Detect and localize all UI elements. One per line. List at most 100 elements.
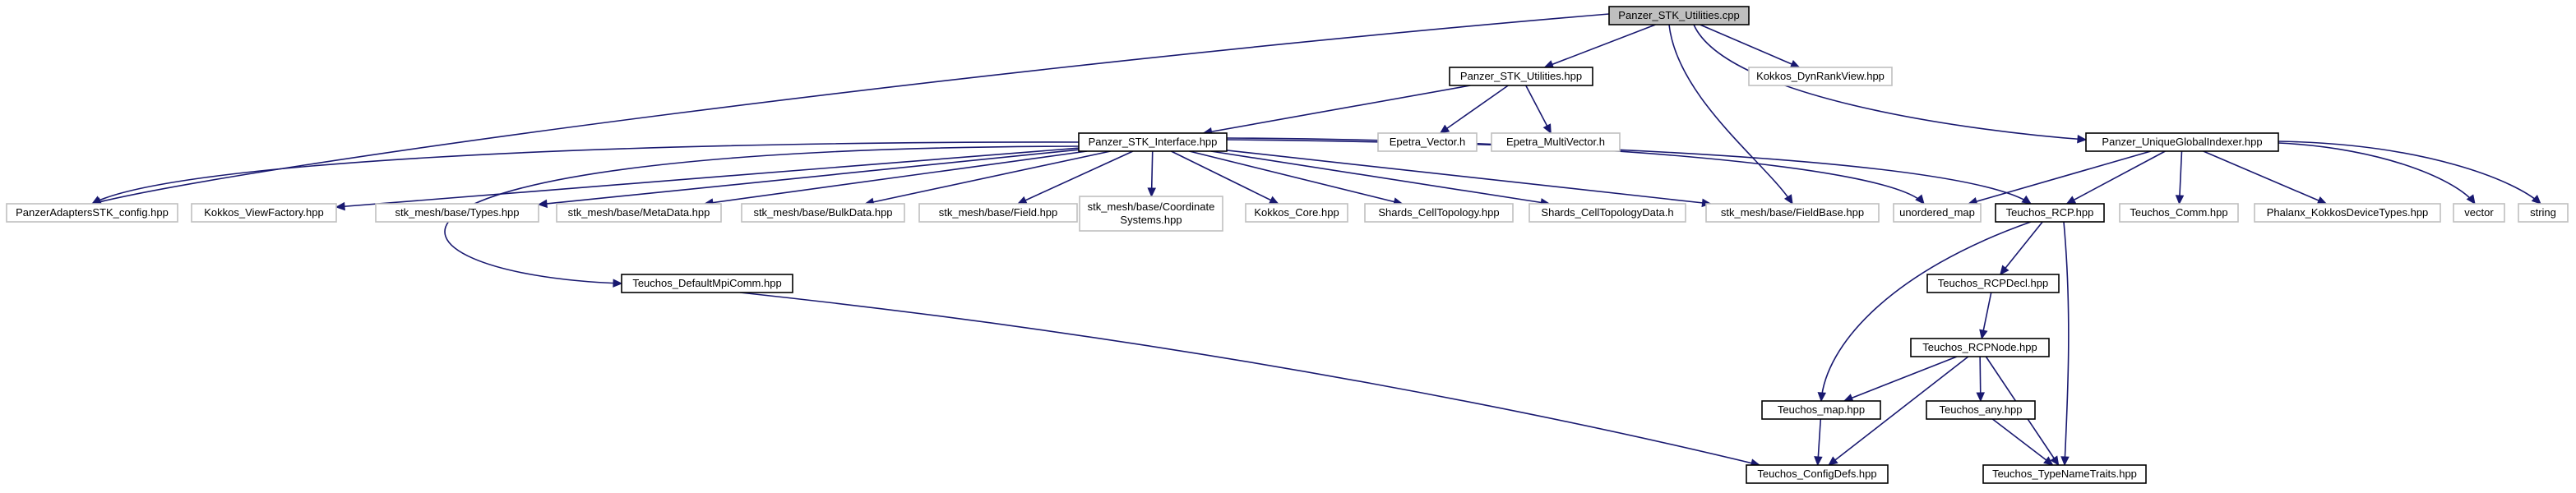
node-box[interactable] — [1982, 464, 2147, 484]
edge-rcp-to-tnt — [2060, 221, 2070, 467]
node-types[interactable]: stk_mesh/base/Types.hpp — [375, 203, 539, 223]
node-iface[interactable]: Panzer_STK_Interface.hpp — [1078, 132, 1228, 152]
node-meta[interactable]: stk_mesh/base/MetaData.hpp — [556, 203, 722, 223]
node-box[interactable] — [1995, 203, 2105, 223]
node-box[interactable] — [191, 203, 337, 223]
node-kcore[interactable]: Kokkos_Core.hpp — [1245, 203, 1348, 223]
node-dynrank[interactable]: Kokkos_DynRankView.hpp — [1748, 67, 1893, 86]
node-label: Panzer_UniqueGlobalIndexer.hpp — [2102, 136, 2262, 148]
node-box[interactable] — [2085, 132, 2279, 152]
node-epvec[interactable]: Epetra_Vector.h — [1377, 132, 1478, 152]
node-ugi[interactable]: Panzer_UniqueGlobalIndexer.hpp — [2085, 132, 2279, 152]
node-box[interactable] — [1245, 203, 1348, 223]
node-box[interactable] — [1910, 338, 2050, 357]
node-box[interactable] — [375, 203, 539, 223]
node-box[interactable] — [1528, 203, 1686, 223]
node-label: Teuchos_DefaultMpiComm.hpp — [632, 277, 781, 289]
node-tmap[interactable]: Teuchos_map.hpp — [1761, 400, 1881, 420]
node-fieldbase[interactable]: stk_mesh/base/FieldBase.hpp — [1705, 203, 1880, 223]
edge-arrowhead — [335, 201, 345, 211]
edge-arrowhead — [2531, 194, 2541, 205]
node-util_hpp[interactable]: Panzer_STK_Utilities.hpp — [1449, 67, 1593, 86]
node-label: stk_mesh/base/Types.hpp — [395, 206, 519, 219]
node-tnt[interactable]: Teuchos_TypeNameTraits.hpp — [1982, 464, 2147, 484]
node-box[interactable] — [1364, 203, 1514, 223]
node-mpicomm[interactable]: Teuchos_DefaultMpiComm.hpp — [621, 274, 793, 293]
node-box[interactable] — [918, 203, 1078, 223]
edge-arrowhead — [1147, 187, 1156, 198]
node-bulk[interactable]: stk_mesh/base/BulkData.hpp — [741, 203, 905, 223]
edge-line — [1440, 85, 1509, 134]
node-umap[interactable]: unordered_map — [1893, 203, 1982, 223]
node-field[interactable]: stk_mesh/base/Field.hpp — [918, 203, 1078, 223]
node-label: stk_mesh/base/Coordinate — [1088, 200, 1215, 213]
node-label: Teuchos_RCPDecl.hpp — [1938, 277, 2048, 289]
edge-ugi-to-tcomm — [2175, 150, 2185, 205]
node-rcpnode[interactable]: Teuchos_RCPNode.hpp — [1910, 338, 2050, 357]
node-epmvec[interactable]: Epetra_MultiVector.h — [1491, 132, 1621, 152]
node-adconf[interactable]: PanzerAdaptersSTK_config.hpp — [6, 203, 178, 223]
node-box[interactable] — [6, 203, 178, 223]
edge-line — [1700, 24, 1800, 68]
node-string[interactable]: string — [2518, 203, 2569, 223]
node-tany[interactable]: Teuchos_any.hpp — [1926, 400, 2036, 420]
edge-arrowhead — [1915, 194, 1925, 205]
node-label: vector — [2464, 206, 2494, 219]
node-label: Panzer_STK_Interface.hpp — [1089, 136, 1218, 148]
edge-arrowhead — [1016, 196, 1028, 205]
node-box[interactable] — [1705, 203, 1880, 223]
node-box[interactable] — [1608, 6, 1750, 25]
edge-line — [2066, 150, 2166, 205]
node-box[interactable] — [2254, 203, 2441, 223]
edge-line — [1544, 24, 1656, 68]
node-box[interactable] — [1078, 132, 1228, 152]
node-box[interactable] — [1491, 132, 1621, 152]
node-label: Teuchos_RCPNode.hpp — [1922, 341, 2037, 353]
edge-arrowhead — [2043, 456, 2054, 466]
node-viewfac[interactable]: Kokkos_ViewFactory.hpp — [191, 203, 337, 223]
edge-rcp-to-rcpdecl — [2000, 221, 2043, 275]
node-box[interactable] — [1746, 464, 1889, 484]
node-box[interactable] — [1761, 400, 1881, 420]
node-box[interactable] — [1377, 132, 1478, 152]
edge-arrowhead — [90, 196, 102, 205]
node-box[interactable] — [2453, 203, 2505, 223]
node-box[interactable] — [556, 203, 722, 223]
node-tcomm[interactable]: Teuchos_Comm.hpp — [2119, 203, 2239, 223]
node-box[interactable] — [1079, 196, 1223, 232]
node-box[interactable] — [2119, 203, 2239, 223]
node-label: unordered_map — [1899, 206, 1975, 219]
node-rcp[interactable]: Teuchos_RCP.hpp — [1995, 203, 2105, 223]
node-vector[interactable]: vector — [2453, 203, 2505, 223]
node-box[interactable] — [1449, 67, 1593, 86]
node-box[interactable] — [1926, 400, 2036, 420]
edge-line — [2063, 221, 2070, 466]
node-box[interactable] — [1748, 67, 1893, 86]
node-label: Teuchos_Comm.hpp — [2130, 206, 2227, 219]
node-celltopodata[interactable]: Shards_CellTopologyData.h — [1528, 203, 1686, 223]
edge-iface-to-coord — [1147, 150, 1156, 198]
node-label: Panzer_STK_Utilities.hpp — [1460, 70, 1582, 82]
node-celltopo[interactable]: Shards_CellTopology.hpp — [1364, 203, 1514, 223]
edge-arrowhead — [613, 279, 623, 288]
node-label: stk_mesh/base/BulkData.hpp — [753, 206, 892, 219]
edge-mpicomm-to-confdefs — [739, 292, 1761, 468]
edge-line — [2278, 142, 2476, 205]
node-root[interactable]: Panzer_STK_Utilities.cpp — [1608, 6, 1750, 25]
edge-root-to-dynrank — [1700, 24, 1801, 68]
node-box[interactable] — [1926, 274, 2060, 293]
edges-layer — [90, 13, 2541, 468]
node-confdefs[interactable]: Teuchos_ConfigDefs.hpp — [1746, 464, 1889, 484]
node-box[interactable] — [2518, 203, 2569, 223]
node-box[interactable] — [621, 274, 793, 293]
node-box[interactable] — [1893, 203, 1982, 223]
edge-line — [2203, 150, 2327, 205]
node-rcpdecl[interactable]: Teuchos_RCPDecl.hpp — [1926, 274, 2060, 293]
node-label: stk_mesh/base/Field.hpp — [939, 206, 1058, 219]
node-phalanx[interactable]: Phalanx_KokkosDeviceTypes.hpp — [2254, 203, 2441, 223]
node-box[interactable] — [741, 203, 905, 223]
edge-line — [1226, 137, 1925, 205]
edge-arrowhead — [2060, 456, 2070, 467]
